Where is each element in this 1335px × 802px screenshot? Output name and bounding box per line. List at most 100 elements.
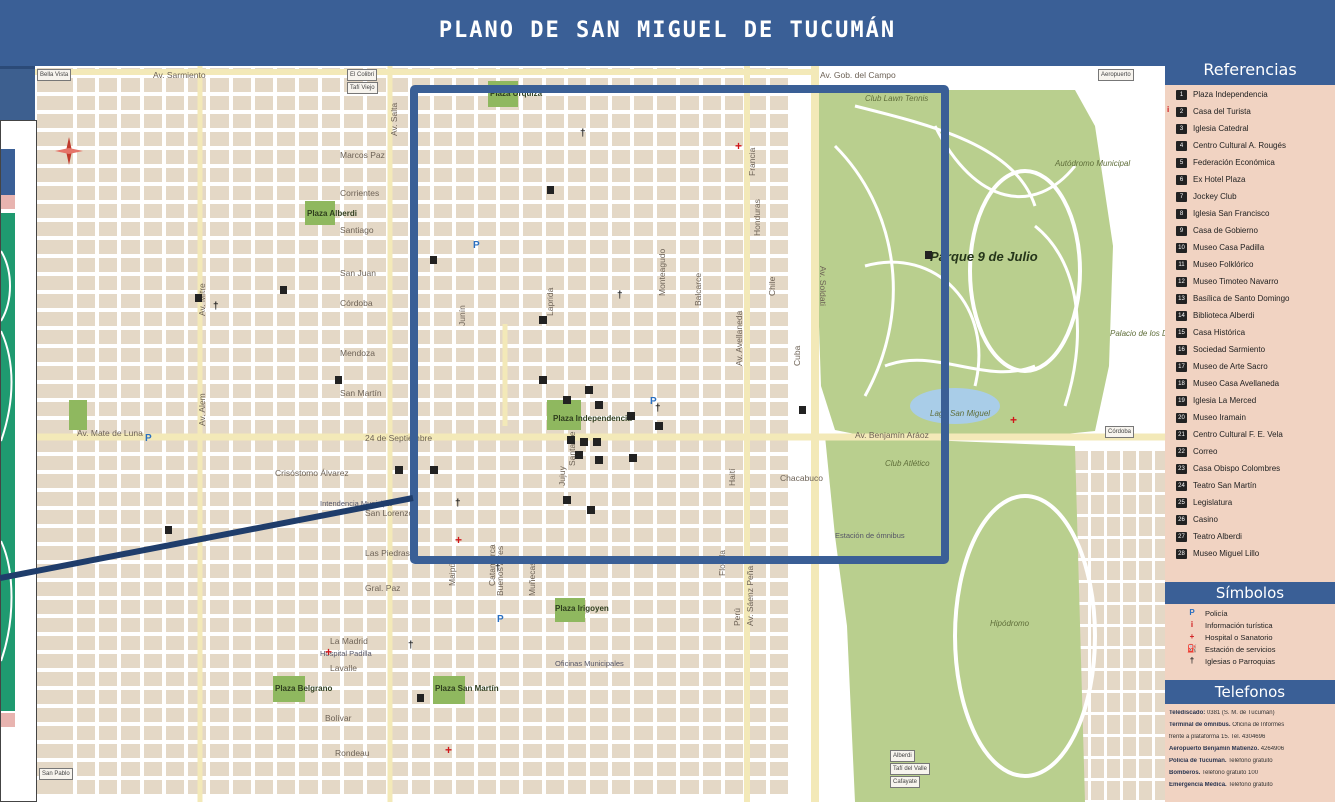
city-block [255, 744, 273, 758]
city-block [77, 564, 95, 578]
city-block [1155, 715, 1165, 734]
street-label: Marcos Paz [340, 150, 385, 160]
city-block [322, 672, 340, 686]
city-block [121, 582, 140, 596]
reference-marker-icon [539, 316, 547, 324]
symbol-icon: ⛽ [1187, 644, 1197, 653]
direction-sign-cordoba[interactable]: Córdoba [1105, 426, 1135, 438]
city-block [478, 294, 496, 308]
direction-sign-cafayate[interactable]: Cafayate [890, 776, 921, 788]
city-block [634, 672, 653, 686]
direction-sign-tafi-del-valle[interactable]: Tafí del Valle [890, 763, 930, 775]
city-block [233, 618, 251, 632]
city-block [412, 618, 430, 632]
city-block [770, 726, 788, 740]
city-block [725, 276, 743, 290]
city-block [210, 240, 229, 254]
city-block [703, 582, 721, 596]
city-block [770, 186, 788, 200]
city-block [747, 456, 766, 470]
city-block [546, 708, 564, 722]
city-block [612, 420, 630, 434]
city-block [1155, 561, 1165, 580]
street-label: Haití [727, 468, 737, 486]
city-block [725, 420, 743, 434]
police-icon: P [145, 433, 152, 444]
direction-sign-aeropuerto[interactable]: Aeropuerto [1098, 69, 1134, 81]
city-block [77, 132, 95, 146]
direction-sign-san-pablo[interactable]: San Pablo [39, 768, 73, 780]
city-block [770, 312, 788, 326]
direction-sign-alberdi[interactable]: Alberdi [890, 750, 915, 762]
gas-station-icon [195, 294, 202, 302]
reference-label: Legislatura [1193, 498, 1233, 507]
city-block [747, 780, 766, 794]
city-block [210, 258, 229, 272]
city-block [770, 456, 788, 470]
inset-map-canvas [1, 121, 36, 801]
city-block [277, 204, 295, 218]
avenue-label: 24 de Septiembre [365, 433, 432, 443]
city-block [500, 672, 519, 686]
city-block [546, 744, 564, 758]
city-block [121, 330, 140, 344]
city-block [367, 456, 386, 470]
reference-number: 15 [1176, 328, 1187, 338]
city-block [747, 420, 766, 434]
city-block [37, 330, 73, 344]
city-block [500, 690, 519, 704]
city-block [390, 780, 408, 794]
city-block [456, 636, 474, 650]
city-block [657, 366, 676, 380]
city-block [703, 420, 721, 434]
city-block [344, 528, 363, 542]
city-block [725, 312, 743, 326]
city-block [434, 582, 452, 596]
city-block [299, 618, 318, 632]
symbol-item: †Iglesias o Parroquias [1165, 656, 1335, 668]
city-block [747, 204, 766, 218]
city-block [77, 672, 95, 686]
title-bar: PLANO DE SAN MIGUEL DE TUCUMÁN [0, 0, 1335, 69]
city-block [703, 492, 721, 506]
city-block [121, 492, 140, 506]
city-block [233, 780, 251, 794]
city-block [546, 114, 564, 128]
direction-sign-el-colibri[interactable]: El Colibrí [347, 69, 378, 81]
city-block [725, 618, 743, 632]
city-block [121, 312, 140, 326]
city-block [210, 294, 229, 308]
city-block [770, 366, 788, 380]
city-block [166, 312, 184, 326]
direction-sign-tafi-viejo[interactable]: Tafí Viejo [347, 82, 378, 94]
city-block [390, 204, 408, 218]
city-block [299, 348, 318, 362]
city-block [322, 762, 340, 776]
city-block [478, 132, 496, 146]
plaza-area [555, 598, 585, 622]
city-block [322, 708, 340, 722]
city-block [1139, 671, 1152, 690]
city-block [37, 402, 73, 416]
city-block [500, 528, 519, 542]
reference-number: 28 [1176, 549, 1187, 559]
city-block [434, 366, 452, 380]
city-block [277, 240, 295, 254]
church-icon: † [580, 128, 586, 139]
city-block [612, 564, 630, 578]
city-block [188, 456, 206, 470]
city-block [590, 654, 608, 668]
city-block [121, 132, 140, 146]
city-block [747, 168, 766, 182]
direction-sign-bella-vista[interactable]: Bella Vista [37, 69, 72, 81]
inset-map[interactable] [0, 120, 37, 802]
city-block [277, 96, 295, 110]
city-block [390, 132, 408, 146]
city-block [1155, 781, 1165, 800]
city-block [210, 510, 229, 524]
city-block [500, 258, 519, 272]
city-block [99, 474, 117, 488]
